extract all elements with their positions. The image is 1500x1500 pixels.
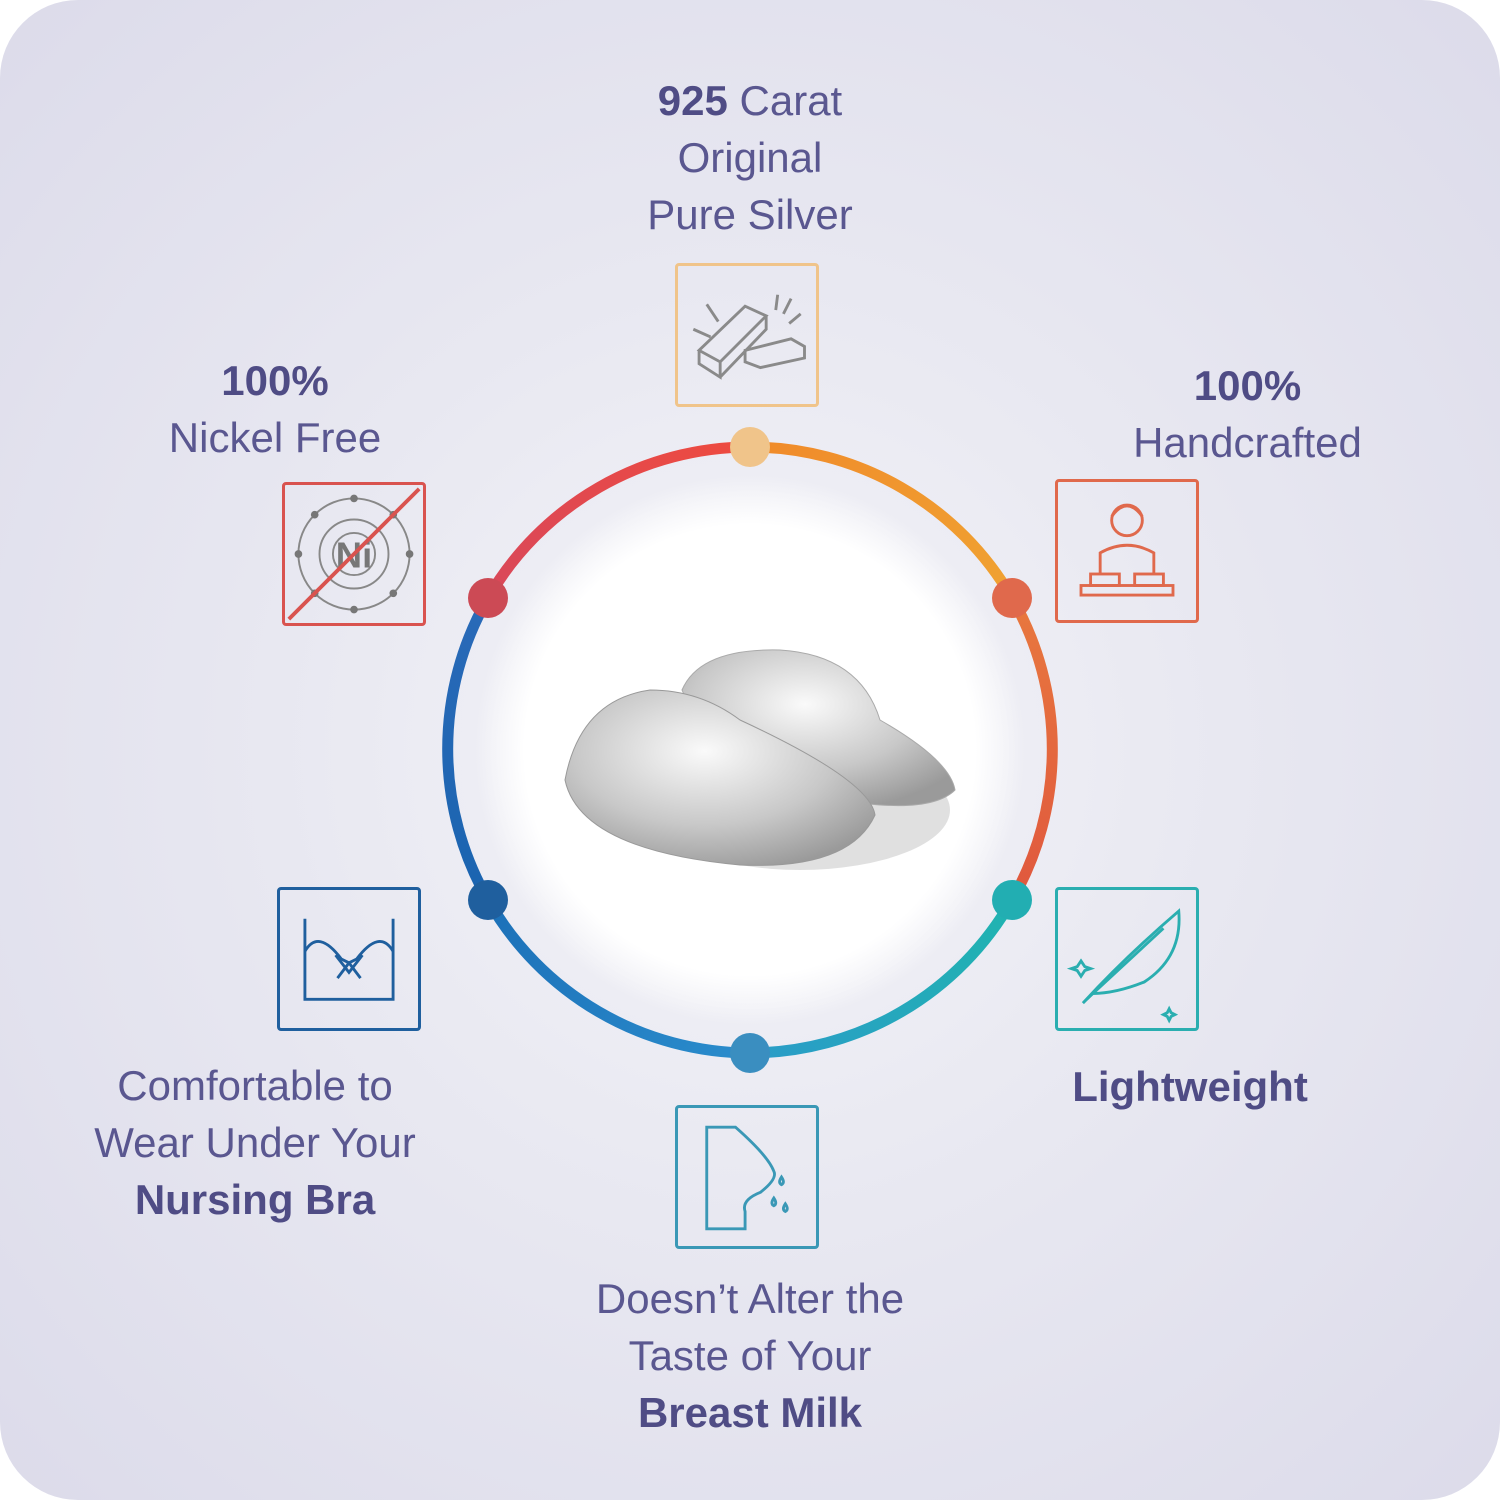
feature-label-lightweight: Lightweight: [1040, 1058, 1340, 1115]
product-image: [564, 649, 956, 870]
nursing-bra-icon: [277, 887, 421, 1031]
feature-label-bra: Comfortable to Wear Under Your Nursing B…: [55, 1057, 455, 1228]
label-text: Nickel Free: [168, 414, 382, 461]
nickel-free-icon: Ni: [282, 482, 426, 626]
label-bold: Lightweight: [1072, 1063, 1308, 1110]
label-text: Wear Under Your: [94, 1119, 416, 1166]
label-text: Carat: [739, 77, 843, 124]
label-bold: 925: [657, 77, 728, 124]
ring-dot: [468, 880, 508, 920]
feather-icon: [1055, 887, 1199, 1031]
label-text: Comfortable to: [117, 1062, 393, 1109]
feature-label-silver: 925 Carat Original Pure Silver: [560, 72, 940, 243]
ring-dot: [730, 427, 770, 467]
label-bold: Breast Milk: [637, 1389, 863, 1436]
feature-label-nickel: 100% Nickel Free: [130, 352, 420, 466]
feature-label-taste: Doesn’t Alter the Taste of Your Breast M…: [545, 1270, 955, 1441]
ring-dot: [730, 1033, 770, 1073]
label-text: Doesn’t Alter the: [595, 1275, 905, 1322]
label-bold: 100%: [1193, 362, 1302, 409]
ring-dot: [992, 880, 1032, 920]
label-bold: 100%: [221, 357, 329, 404]
label-text: Pure Silver: [647, 191, 853, 238]
silver-bars-icon: [675, 263, 819, 407]
label-text: Original: [677, 134, 823, 181]
ring-dot: [992, 578, 1032, 618]
ring-dot: [468, 578, 508, 618]
label-text: Handcrafted: [1133, 419, 1362, 466]
breast-milk-icon: [675, 1105, 819, 1249]
craftsman-icon: [1055, 479, 1199, 623]
label-bold: Nursing Bra: [134, 1176, 376, 1223]
label-text: Taste of Your: [628, 1332, 872, 1379]
feature-label-handcrafted: 100% Handcrafted: [1100, 357, 1395, 471]
